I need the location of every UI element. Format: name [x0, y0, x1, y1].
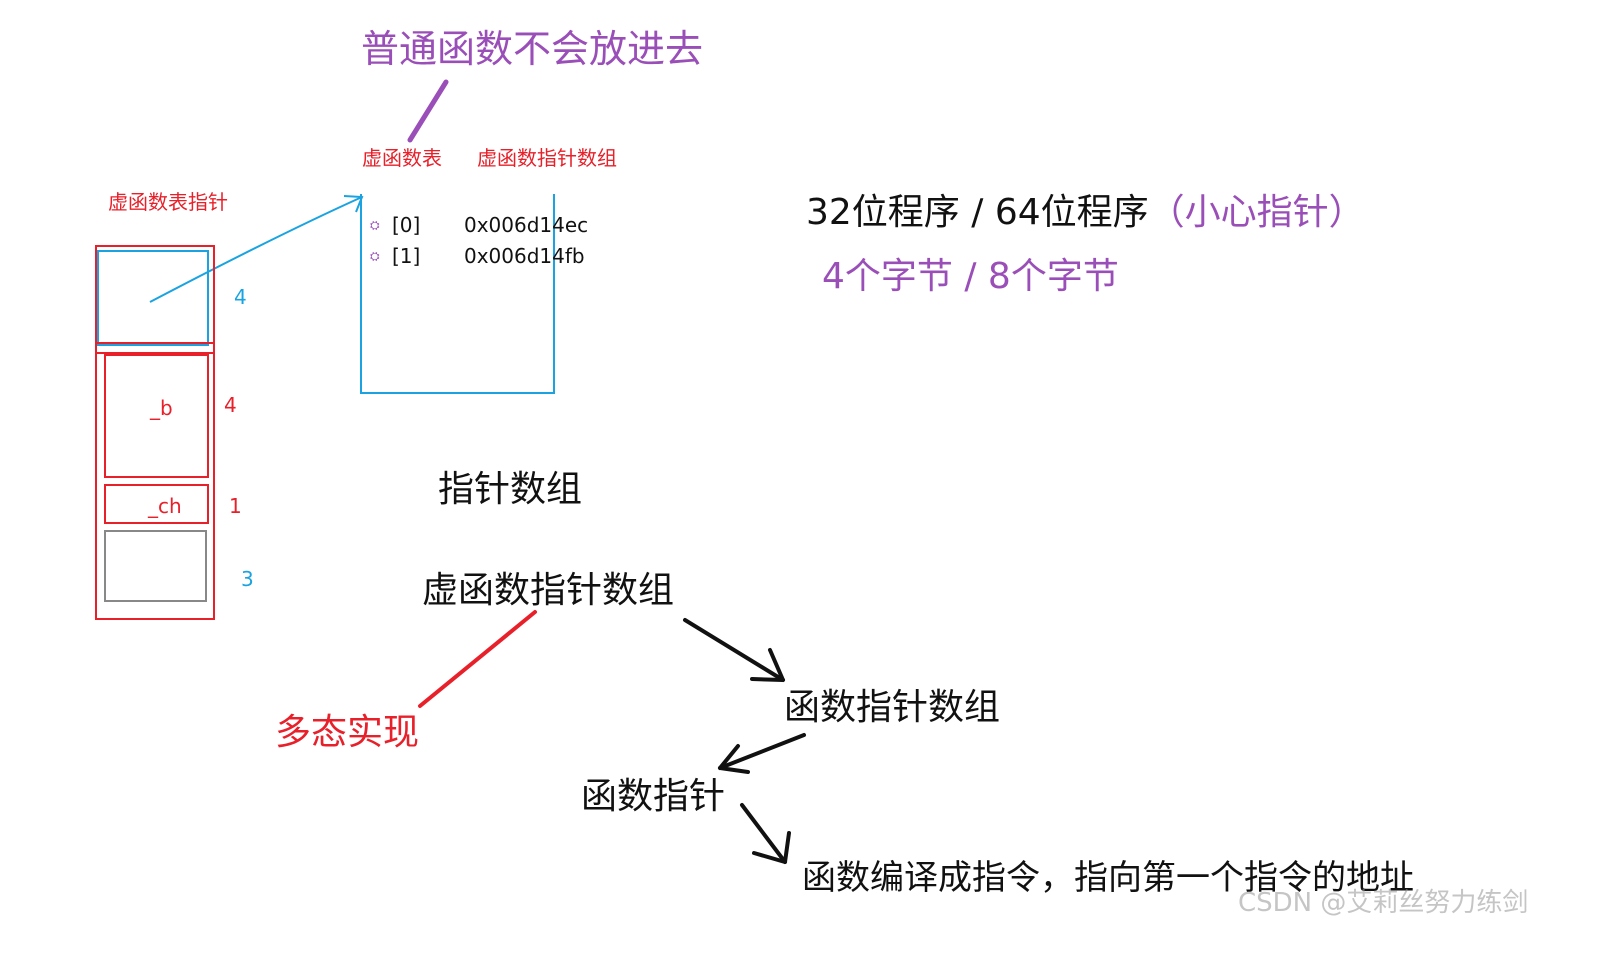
pointer-size-line2: 4个字节 / 8个字节: [822, 256, 1119, 297]
ch-size: 1: [229, 494, 242, 518]
arrow-3: [740, 803, 787, 864]
polymorphism-line: [418, 610, 537, 708]
vtable-label: 虚函数表: [362, 146, 442, 170]
polymorphism-label: 多态实现: [275, 712, 420, 753]
vtable-entry-0: ⛭ [0] 0x006d14ec: [370, 213, 588, 237]
arrow-3-head: [752, 831, 791, 864]
vtable-index: [1]: [391, 244, 421, 268]
func-ptr-array-label: 函数指针数组: [784, 687, 1001, 728]
program-bitness: 32位程序 / 64位程序: [806, 192, 1149, 233]
pointer-size-line1: 32位程序 / 64位程序（小心指针）: [806, 195, 1365, 231]
ch-member-box: [104, 484, 209, 524]
arrow-2-head: [718, 744, 750, 774]
arrow-1-head: [750, 648, 785, 682]
watch-item-icon: ⛭: [370, 249, 380, 263]
b-member-name: _b: [150, 396, 173, 420]
vptr-red-band: [95, 342, 215, 354]
padding-box: [104, 530, 207, 602]
vtable-index: [0]: [391, 213, 421, 237]
vptr-size: 4: [234, 285, 247, 309]
purple-pointer-line: [407, 79, 449, 143]
vtable-address: 0x006d14fb: [464, 244, 585, 268]
arrow-2: [718, 733, 806, 770]
ch-member-name: _ch: [148, 494, 182, 518]
vfptr-array-label: 虚函数指针数组: [477, 146, 617, 170]
vtable-box: [360, 194, 555, 394]
watermark: CSDN @艾莉丝努力练剑: [1238, 888, 1529, 918]
func-compiled-label: 函数编译成指令，指向第一个指令的地址: [802, 858, 1414, 898]
object-outer-box: [95, 245, 215, 620]
vptr-label: 虚函数表指针: [108, 190, 228, 214]
vtable-entry-1: ⛭ [1] 0x006d14fb: [370, 244, 585, 268]
vptr-arrow-head: [343, 195, 364, 213]
func-ptr-label: 函数指针: [581, 776, 726, 817]
pointer-caution-note: （小心指针）: [1148, 192, 1365, 233]
vptr-slot-box: [97, 250, 209, 346]
vtable-address: 0x006d14ec: [464, 213, 589, 237]
top-note: 普通函数不会放进去: [361, 27, 704, 71]
padding-size: 3: [241, 567, 254, 591]
pointer-array-label: 指针数组: [438, 469, 583, 510]
b-member-box: [104, 354, 209, 478]
b-size: 4: [224, 393, 237, 417]
watch-item-icon: ⛭: [370, 218, 380, 232]
virtual-func-ptr-array-label: 虚函数指针数组: [422, 570, 675, 611]
vptr-arrow: [149, 196, 363, 303]
arrow-1: [683, 618, 785, 682]
